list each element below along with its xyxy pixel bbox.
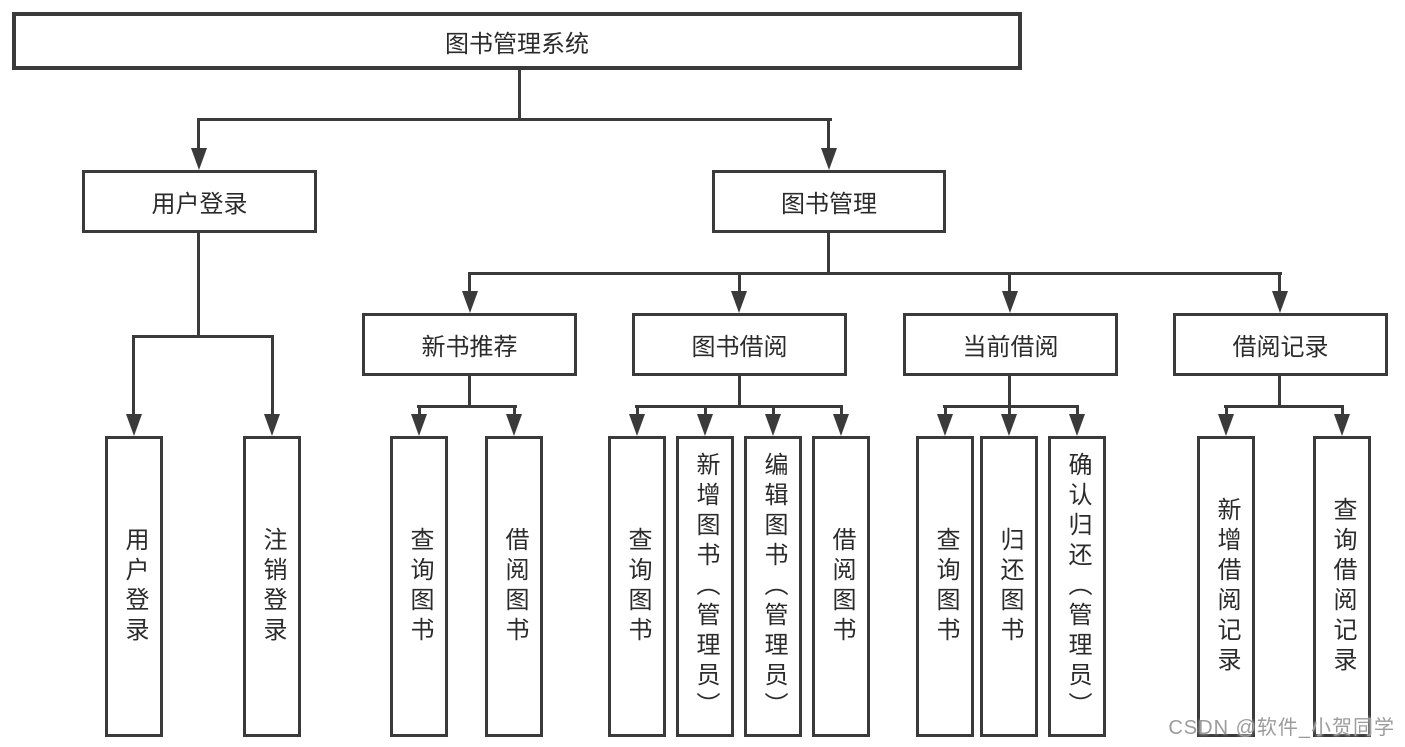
arrow-down-icon [1218,414,1234,436]
connector-line [1008,405,1011,419]
connector-line [132,335,135,420]
watermark-text: CSDN @软件_小贺同学 [1168,717,1395,739]
leaf-logout-login: 注销登录 [243,436,301,737]
arrow-down-icon [191,148,207,170]
connector-line [197,118,200,151]
arrow-down-icon [629,414,645,436]
connector-line [944,405,947,419]
node-label: 当前借阅 [962,334,1059,361]
connector-line [840,405,843,419]
connector-line [943,405,1079,408]
arrow-down-icon [411,414,427,436]
node-label: 借阅图书 [828,526,855,647]
node-current-borrowing: 当前借阅 [903,313,1118,376]
arrow-down-icon [1069,414,1085,436]
node-book-management: 图书管理 [712,170,946,233]
arrow-down-icon [1002,291,1018,313]
arrow-down-icon [731,291,747,313]
connector-line [468,272,471,294]
leaf-confirm-return-admin: 确认归还（管理员） [1048,436,1106,737]
node-label: 查询图书 [932,526,959,647]
connector-line [1225,405,1228,419]
connector-line [827,118,830,151]
arrow-down-icon [821,148,837,170]
node-label: 图书借阅 [691,334,788,361]
connector-line [1076,405,1079,419]
arrow-down-icon [462,291,478,313]
leaf-query-books-borrowing: 查询图书 [608,436,666,737]
node-label: 图书管理系统 [445,30,589,58]
node-label: 用户登录 [151,191,248,218]
leaf-query-borrow-record: 查询借阅记录 [1313,436,1371,737]
leaf-add-borrow-record: 新增借阅记录 [1197,436,1255,737]
connector-line [271,335,274,420]
node-label: 注销登录 [259,526,286,647]
connector-line [1224,405,1344,408]
leaf-query-books-current: 查询图书 [916,436,974,737]
arrow-down-icon [765,414,781,436]
connector-line [197,233,200,338]
connector-line [738,376,741,408]
arrow-down-icon [937,414,953,436]
connector-line [772,405,775,419]
node-label: 查询借阅记录 [1329,496,1356,677]
connector-line [827,233,830,275]
leaf-return-books: 归还图书 [980,436,1038,737]
connector-line [417,405,517,408]
connector-line [468,376,471,408]
leaf-borrow-books-recommend: 借阅图书 [485,436,543,737]
node-label: 确认归还（管理员） [1064,451,1091,722]
node-label: 图书管理 [781,191,877,218]
node-borrowing-records: 借阅记录 [1173,313,1388,376]
connector-line [418,405,421,419]
leaf-add-book-admin: 新增图书（管理员） [676,436,734,737]
connector-line [518,68,521,118]
node-book-borrowing: 图书借阅 [632,313,847,376]
node-new-book-recommendation: 新书推荐 [362,313,577,376]
arrow-down-icon [126,414,142,436]
connector-line [1008,272,1011,294]
node-user-login: 用户登录 [82,170,317,233]
connector-line [704,405,707,419]
node-label: 新增图书（管理员） [692,451,719,722]
arrow-down-icon [506,414,522,436]
connector-line [1341,405,1344,419]
connector-line [738,272,741,294]
arrow-down-icon [1334,414,1350,436]
connector-line [513,405,516,419]
connector-line [635,405,843,408]
connector-line [468,272,1282,275]
node-library-management-system: 图书管理系统 [12,12,1022,70]
node-label: 借阅记录 [1232,334,1329,361]
connector-line [197,118,832,121]
connector-line [1278,272,1281,294]
node-label: 新书推荐 [421,334,518,361]
leaf-edit-book-admin: 编辑图书（管理员） [744,436,802,737]
node-label: 编辑图书（管理员） [760,451,787,722]
arrow-down-icon [697,414,713,436]
leaf-query-books-recommend: 查询图书 [390,436,448,737]
node-label: 查询图书 [406,526,433,647]
node-label: 借阅图书 [501,526,528,647]
arrow-down-icon [1001,414,1017,436]
connector-line [132,335,274,338]
node-label: 新增借阅记录 [1213,496,1240,677]
node-label: 归还图书 [996,526,1023,647]
leaf-borrow-books-borrowing: 借阅图书 [812,436,870,737]
connector-line [1278,376,1281,408]
arrow-down-icon [833,414,849,436]
node-label: 查询图书 [624,526,651,647]
leaf-user-login: 用户登录 [105,436,163,737]
node-label: 用户登录 [121,526,148,647]
arrow-down-icon [1272,291,1288,313]
connector-line [1008,376,1011,408]
arrow-down-icon [264,414,280,436]
connector-line [636,405,639,419]
